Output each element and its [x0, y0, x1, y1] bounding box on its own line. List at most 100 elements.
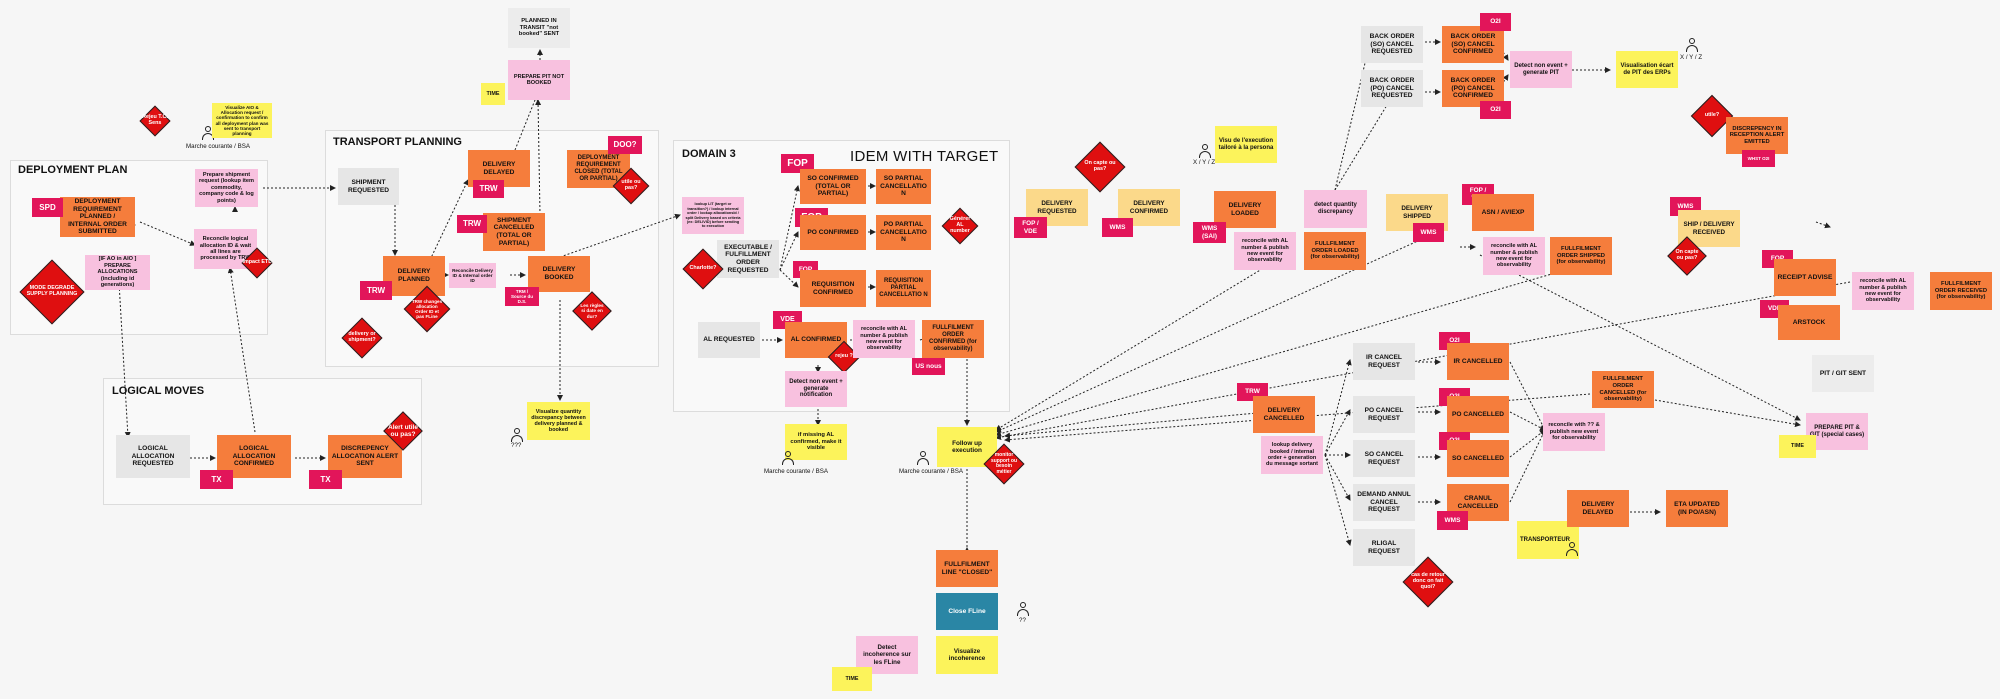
mode-degrade-diamond[interactable]: MODE DEGRADE SUPPLY PLANNING [16, 259, 88, 325]
executable-fulfillment-order[interactable]: EXECUTABLE / FULFILLMENT ORDER REQUESTED [717, 240, 779, 278]
visualize-quantity-discrepancy[interactable]: Visualize quantity discrepancy between d… [527, 402, 590, 440]
deployment-requirement-closed[interactable]: DEPLOYMENT REQUIREMENT CLOSED (TOTAL OR … [567, 150, 630, 188]
marche-courante-middle-label: Marche courante / BSA [899, 468, 963, 475]
fulfillment-order-shipped[interactable]: FULLFILMENT ORDER SHIPPED (for observabi… [1550, 237, 1612, 275]
prepare-pit-git[interactable]: PREPARE PIT & GIT (special cases) [1806, 413, 1868, 450]
logical-allocation-requested[interactable]: LOGICAL ALLOCATION REQUESTED [116, 435, 190, 478]
fulfillment-order-cancelled[interactable]: FULLFILMENT ORDER CANCELLED (for observa… [1592, 371, 1654, 408]
receipt-advise[interactable]: RECEIPT ADVISE [1774, 259, 1836, 296]
shipment-requested[interactable]: SHIPMENT REQUESTED [338, 168, 399, 205]
unknown-middle-person-icon [1017, 602, 1029, 616]
back-order-so-cancel-confirmed[interactable]: BACK ORDER (SO) CANCEL CONFIRMED [1442, 26, 1504, 63]
us-nous-tag: US nous [912, 358, 945, 375]
prepare-shipment-note[interactable]: Prepare shipment request (lookup item co… [195, 169, 258, 207]
wms-tag-4: WMS [1437, 511, 1468, 530]
on-capte-right-diamond[interactable]: On capte ou pas? [1665, 235, 1709, 277]
wms-sai-tag: WMS (SAI) [1193, 222, 1226, 243]
deployment-requirement-submitted[interactable]: DEPLOYMENT REQUIREMENT PLANNED / INTERNA… [60, 197, 135, 237]
discrepency-in-reception-alert[interactable]: DISCREPENCY IN RECEPTION ALERT EMITTED [1726, 117, 1788, 154]
unknown-persona-icon [511, 428, 523, 442]
delivery-delayed-right[interactable]: DELIVERY DELAYED [1567, 490, 1629, 527]
if-missing-al-note[interactable]: if missing AL confirmed, make it visible [785, 424, 847, 460]
rligal-request[interactable]: RLIGAL REQUEST [1353, 529, 1415, 566]
discrepency-allocation-alert[interactable]: DISCREPENCY ALLOCATION ALERT SENT [328, 435, 402, 478]
so-partial-cancellation[interactable]: SO PARTIAL CANCELLATIO N [876, 169, 931, 204]
delivery-confirmed[interactable]: DELIVERY CONFIRMED [1118, 189, 1180, 226]
rejeu-tc-diamond[interactable]: Rejeu T.C. Sens [138, 104, 172, 138]
trw-tag-1: TRW [360, 281, 392, 300]
detect-non-event-note[interactable]: Detect non event + generate notification [785, 371, 847, 407]
prepare-allocations-note[interactable]: [IF AO in AIO ] PREPARE ALLOCATIONS (inc… [85, 255, 150, 290]
po-cancel-request[interactable]: PO CANCEL REQUEST [1353, 396, 1415, 433]
pit-git-sent[interactable]: PIT / GIT SENT [1812, 355, 1874, 392]
arstock[interactable]: ARSTOCK [1778, 305, 1840, 340]
fulfillment-line-closed[interactable]: FULLFILMENT LINE "CLOSED" [936, 550, 998, 587]
detect-quantity-discrepancy[interactable]: detect quantity discrepancy [1304, 190, 1367, 228]
reconcile-allocation-note[interactable]: Reconcile logical allocation ID & wait a… [194, 229, 257, 269]
so-confirmed[interactable]: SO CONFIRMED (TOTAL OR PARTIAL) [800, 169, 866, 204]
follow-up-execution[interactable]: Follow up execution [937, 427, 997, 467]
impact-etl-diamond[interactable]: Impact ETL [240, 246, 274, 280]
so-cancelled[interactable]: SO CANCELLED [1447, 440, 1509, 477]
back-order-po-cancel-confirmed[interactable]: BACK ORDER (PO) CANCEL CONFIRMED [1442, 70, 1504, 107]
reconcile-al-note[interactable]: reconcile with AL number & publish new e… [853, 320, 915, 358]
planned-in-transit[interactable]: PLANNED IN TRANSIT "not booked" SENT [508, 8, 570, 48]
vision-persona-note[interactable]: Visu de l'execution tailoré à la persona [1215, 126, 1277, 163]
alert-utile-diamond[interactable]: Alert utile ou pas? [382, 410, 424, 452]
shipment-cancelled[interactable]: SHIPMENT CANCELLED (TOTAL OR PARTIAL) [483, 213, 545, 251]
visualisation-ecart-pit[interactable]: Visualisation écart de PIT des ERPs [1616, 51, 1678, 88]
back-order-so-cancel-requested[interactable]: BACK ORDER (SO) CANCEL REQUESTED [1361, 26, 1423, 63]
po-cancelled[interactable]: PO CANCELLED [1447, 396, 1509, 433]
delivery-or-shipment-diamond[interactable]: delivery or shipment? [340, 317, 384, 359]
o2i-tag-2: O2I [1480, 101, 1511, 119]
monitor-support-diamond[interactable]: monitor support ou besoin métier [982, 442, 1026, 486]
lookup-delivery-booked[interactable]: lookup delivery booked / internal order … [1261, 436, 1323, 474]
reconcile-shipped-note[interactable]: reconcile with AL number & publish new e… [1483, 237, 1545, 275]
on-capte-diamond[interactable]: On capte ou pas? [1070, 140, 1130, 194]
cas-retour-diamond[interactable]: cas de retour donc on fait quoi? [1400, 555, 1456, 609]
detect-non-event-pit[interactable]: Detect non event + generate PIT [1510, 51, 1572, 88]
ir-cancelled[interactable]: IR CANCELLED [1447, 343, 1509, 380]
al-requested[interactable]: AL REQUESTED [698, 322, 760, 358]
visualize-incoherence[interactable]: Visualize incoherence [936, 636, 998, 674]
delivery-planned[interactable]: DELIVERY PLANNED [383, 256, 445, 296]
demand-annul-cancel-request[interactable]: DEMAND ANNUL CANCEL REQUEST [1353, 484, 1415, 521]
delivery-booked[interactable]: DELIVERY BOOKED [528, 256, 590, 292]
transport-planning-title: TRANSPORT PLANNING [333, 136, 462, 148]
reconcile-received-note[interactable]: reconcile with AL number & publish new e… [1852, 272, 1914, 310]
wms-tag-2: WMS [1413, 223, 1444, 242]
time-note-transport: TIME [481, 83, 505, 105]
requisition-confirmed[interactable]: REQUISITION CONFIRMED [800, 270, 866, 307]
fulfillment-order-confirmed[interactable]: FULLFILMENT ORDER CONFIRMED (for observa… [922, 320, 984, 358]
po-confirmed[interactable]: PO CONFIRMED [800, 215, 866, 250]
utile-diamond[interactable]: utile? [1690, 94, 1734, 138]
generer-al-diamond[interactable]: Générer AL number [940, 207, 980, 245]
so-cancel-request[interactable]: SO CANCEL REQUEST [1353, 440, 1415, 477]
visualize-aio-note[interactable]: Visualize AIO & Allocation request / con… [212, 103, 272, 138]
regle-date-diamond[interactable]: Les règles si date en dur? [570, 290, 614, 332]
asn-aviexp[interactable]: ASN / AVIEXP [1472, 194, 1534, 231]
doo-tag: DOO? [608, 136, 642, 154]
delivery-requested[interactable]: DELIVERY REQUESTED [1026, 189, 1088, 226]
reconcile-loaded-note[interactable]: reconcile with AL number & publish new e… [1234, 232, 1296, 270]
prepare-pit-not-booked[interactable]: PREPARE PIT NOT BOOKED [508, 60, 570, 100]
delivery-cancelled[interactable]: DELIVERY CANCELLED [1253, 396, 1315, 433]
lookup-lit-note[interactable]: lookup LIT (target or transition?) / loo… [682, 197, 744, 234]
marche-courante-label: Marche courante / BSA [186, 143, 250, 150]
delivery-loaded[interactable]: DELIVERY LOADED [1214, 191, 1276, 228]
fulfillment-order-loaded[interactable]: FULLFILMENT ORDER LOADED (for observabil… [1304, 232, 1366, 270]
back-order-po-cancel-requested[interactable]: BACK ORDER (PO) CANCEL REQUESTED [1361, 70, 1423, 107]
o2i-tag-1: O2I [1480, 13, 1511, 31]
fulfillment-order-received[interactable]: FULLFILMENT ORDER RECEIVED (for observab… [1930, 272, 1992, 310]
utile-ou-pas-diamond[interactable]: utile ou pas? [611, 166, 651, 206]
ir-cancel-request[interactable]: IR CANCEL REQUEST [1353, 343, 1415, 380]
po-partial-cancellation[interactable]: PO PARTIAL CANCELLATIO N [876, 215, 931, 250]
reconcile-cancel-note[interactable]: reconcile with ?? & publish new event fo… [1543, 413, 1605, 451]
close-fline[interactable]: Close FLine [936, 593, 998, 630]
trw-changes-diamond[interactable]: TRW changes allocation Order ID et pas F… [402, 285, 452, 333]
reconcile-delivery-note[interactable]: Reconcile Delivery ID & Internal order I… [449, 263, 496, 288]
requisition-partial-cancellation[interactable]: REQUISITION PARTIAL CANCELLATIO N [876, 270, 931, 307]
eta-updated[interactable]: ETA UPDATED (IN PO/ASN) [1666, 490, 1728, 527]
charlotte-diamond[interactable]: Charlotte? [680, 248, 726, 290]
rejeu-diamond[interactable]: rejeu ? [826, 339, 862, 375]
